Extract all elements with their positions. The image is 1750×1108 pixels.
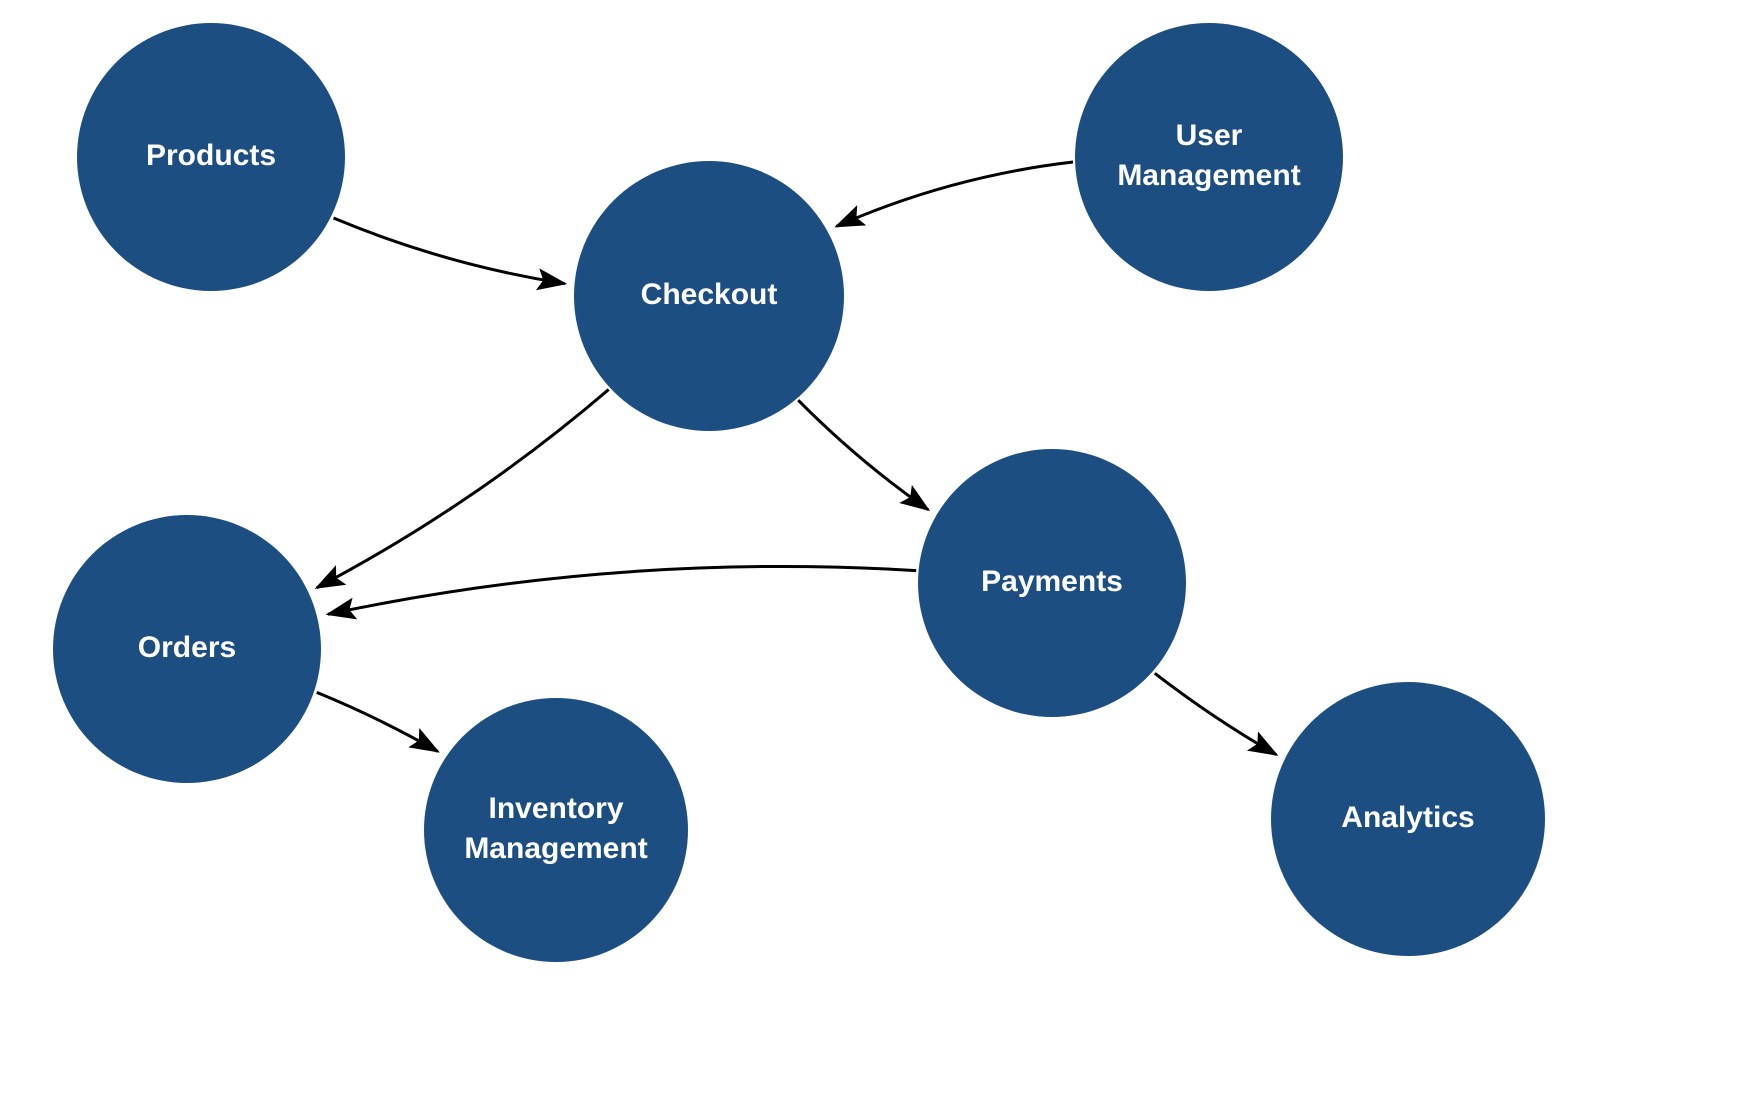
edge-checkout-to-orders[interactable] xyxy=(314,388,610,590)
edges-layer xyxy=(314,160,1279,757)
node-circle-checkout[interactable] xyxy=(574,161,844,431)
node-orders[interactable]: Orders xyxy=(53,515,321,783)
node-circle-inventory[interactable] xyxy=(424,698,688,962)
node-circle-payments[interactable] xyxy=(918,449,1186,717)
node-payments[interactable]: Payments xyxy=(918,449,1186,717)
node-circle-products[interactable] xyxy=(77,23,345,291)
edge-orders-to-inventory[interactable] xyxy=(316,691,440,753)
node-circle-orders[interactable] xyxy=(53,515,321,783)
edge-products-to-checkout[interactable] xyxy=(332,216,568,291)
node-products[interactable]: Products xyxy=(77,23,345,291)
edge-payments-to-analytics[interactable] xyxy=(1153,672,1279,757)
node-circle-analytics[interactable] xyxy=(1271,682,1545,956)
edge-user_mgmt-to-checkout[interactable] xyxy=(834,160,1074,228)
node-analytics[interactable]: Analytics xyxy=(1271,682,1545,956)
node-checkout[interactable]: Checkout xyxy=(574,161,844,431)
node-circle-user_mgmt[interactable] xyxy=(1075,23,1343,291)
edge-checkout-to-payments[interactable] xyxy=(797,399,931,512)
edge-payments-to-orders[interactable] xyxy=(325,564,917,620)
